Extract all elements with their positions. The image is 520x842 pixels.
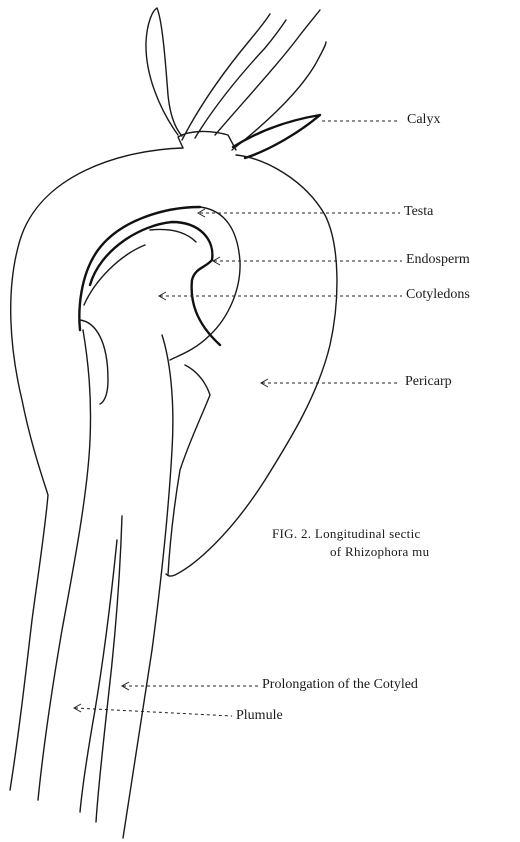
leader-plumule [74,704,232,716]
hypocotyl-left [38,330,91,800]
label-testa: Testa [404,204,433,220]
cotyledon-inner [84,230,196,306]
calyx-right-sepal [233,115,320,158]
label-pericarp: Pericarp [405,374,452,390]
plumule-strand-right [96,516,122,822]
pericarp-inner-left [80,320,108,404]
endosperm-outline [90,222,220,345]
leader-pericarp [261,379,400,387]
label-prolongation: Prolongation of the Cotyled [262,677,418,693]
hypocotyl-right [123,335,173,838]
leader-prolongation [122,682,258,690]
label-endosperm: Endosperm [406,252,470,268]
testa-right [170,207,240,360]
label-plumule: Plumule [236,708,283,724]
leader-endosperm [213,257,402,265]
plumule-strand-left [80,540,117,812]
label-cotyledons: Cotyledons [406,287,470,303]
pericarp-outline [10,148,337,790]
label-calyx: Calyx [407,112,440,128]
hypocotyl-inner-right [168,365,210,575]
figure-caption-line-2: of Rhizophora mu [330,543,429,561]
calyx-left-lobe [146,8,182,136]
calyx-center-lobe [182,14,286,140]
figure-caption-line-1: FIG. 2. Longitudinal sectic [272,525,421,543]
calyx-base [178,131,236,150]
leader-cotyledons [159,292,402,300]
leader-testa [198,209,400,217]
